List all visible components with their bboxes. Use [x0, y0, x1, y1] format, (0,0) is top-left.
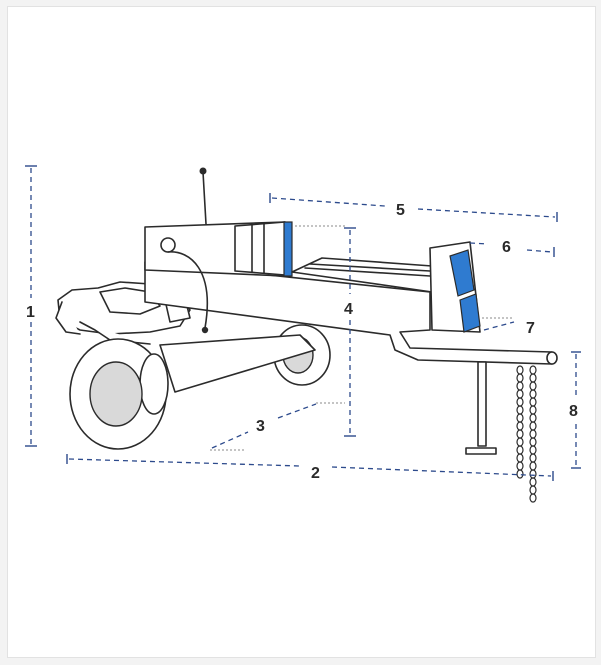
dimension-7-wedge — [482, 317, 515, 331]
label-8: 8 — [569, 403, 578, 420]
front-wheel — [69, 338, 169, 450]
axle-frame — [159, 334, 316, 393]
hydraulic-hose — [167, 251, 209, 329]
label-7: 7 — [526, 320, 535, 337]
dimension-1-height — [25, 165, 37, 447]
jack-stand — [465, 361, 497, 455]
safety-chains — [516, 365, 537, 503]
dimension-6-wedge — [469, 242, 555, 257]
control-valve — [160, 237, 176, 253]
lever-knob — [199, 167, 207, 175]
upper-wedge — [449, 249, 475, 297]
dimension-5-stroke — [269, 193, 558, 222]
label-4: 4 — [344, 301, 353, 318]
dimension-4-height — [295, 225, 356, 437]
control-lever — [202, 171, 207, 225]
log-splitter-illustration — [55, 167, 558, 503]
lower-wedge — [459, 293, 481, 333]
dimension-3-width — [210, 402, 345, 451]
dimension-8-hitch — [571, 351, 581, 469]
label-3: 3 — [256, 418, 265, 435]
label-2: 2 — [311, 465, 320, 482]
label-1: 1 — [26, 304, 35, 321]
cylinder-blue-band — [283, 221, 293, 277]
dimension-2-length — [66, 454, 554, 481]
label-5: 5 — [396, 202, 405, 219]
label-6: 6 — [502, 239, 511, 256]
